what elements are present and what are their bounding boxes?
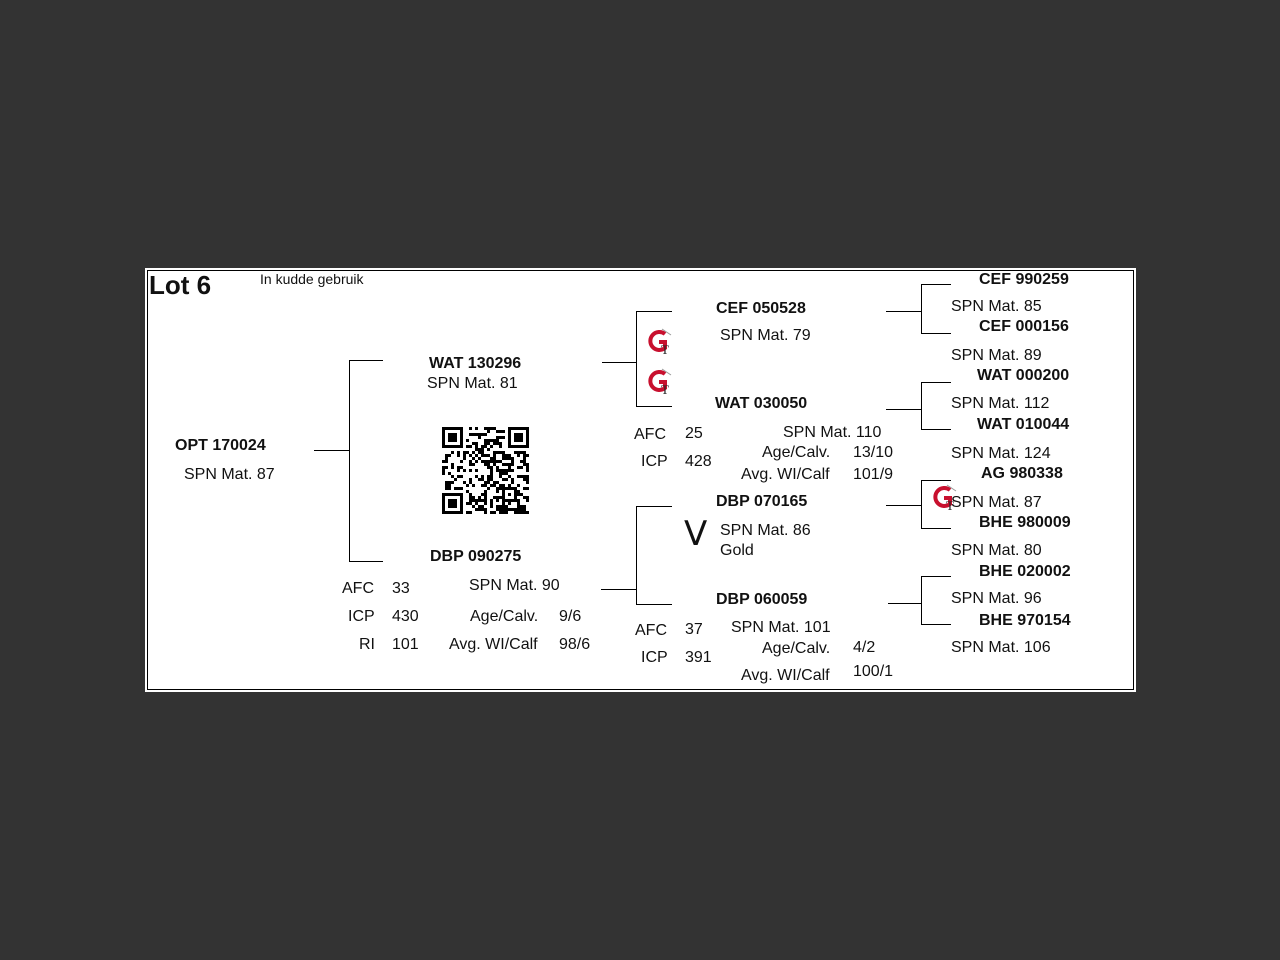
dam-icp: 430 [392,608,419,625]
gen3-4-spn: SPN Mat. 87 [951,494,1042,511]
connector [636,506,672,507]
gen3-3-spn: SPN Mat. 124 [951,445,1051,462]
gen3-3-id: WAT 010044 [977,416,1070,433]
gen3-1-spn: SPN Mat. 89 [951,347,1042,364]
pedigree-card: Lot 6 In kudde gebruik OPT 170024 SPN Ma… [145,268,1136,692]
dam-afc-label: AFC [342,580,374,597]
connector [921,480,922,529]
ds-id: DBP 070165 [716,493,808,510]
connector [636,311,672,312]
gen3-2-id: WAT 000200 [977,367,1070,384]
connector [921,528,951,529]
sd-agecalv-label: Age/Calv. [762,444,831,461]
dam-icp-label: ICP [348,608,375,625]
dd-id: DBP 060059 [716,591,808,608]
dd-afc-label: AFC [635,622,667,639]
sire-id: WAT 130296 [429,355,522,372]
sd-afc-label: AFC [634,426,666,443]
status-label: In kudde gebruik [260,271,364,287]
connector [886,311,921,312]
connector [636,406,672,407]
dd-icp-label: ICP [641,649,668,666]
connector [921,480,951,481]
dd-agecalv-label: Age/Calv. [762,640,831,657]
connector [921,333,951,334]
dam-ri-label: RI [359,636,375,653]
gen3-6-spn: SPN Mat. 96 [951,590,1042,607]
sd-spn: SPN Mat. 110 [783,424,882,441]
gt-logo-icon: T [643,366,673,396]
sd-afc: 25 [685,425,703,442]
connector [602,362,636,363]
ds-mark: V [684,514,708,554]
gen3-7-spn: SPN Mat. 106 [951,639,1051,656]
animal-id: OPT 170024 [175,437,266,454]
dd-spn: SPN Mat. 101 [731,619,831,636]
gen3-7-id: BHE 970154 [979,612,1071,629]
gen3-5-id: BHE 980009 [979,514,1071,531]
dd-afc: 37 [685,621,703,638]
connector [921,624,951,625]
gen3-5-spn: SPN Mat. 80 [951,542,1042,559]
ss-id: CEF 050528 [716,300,806,317]
connector [349,360,350,562]
connector [314,450,349,451]
gen3-4-id: AG 980338 [981,465,1063,482]
connector [601,589,636,590]
connector [636,506,637,604]
dam-avgwi-label: Avg. WI/Calf [449,636,538,653]
connector [886,409,921,410]
sd-id: WAT 030050 [715,395,808,412]
connector [349,561,383,562]
sd-icp-label: ICP [641,453,668,470]
dam-agecalv: 9/6 [559,608,582,625]
gt-logo-icon: T [928,482,958,512]
connector [888,603,921,604]
sire-spn: SPN Mat. 81 [427,375,518,392]
connector [921,429,951,430]
ds-spn: SPN Mat. 86 [720,522,811,539]
gen3-1-id: CEF 000156 [979,318,1069,335]
sd-icp: 428 [685,453,712,470]
gen3-0-spn: SPN Mat. 85 [951,298,1042,315]
qr-code-icon [442,427,529,514]
sd-agecalv: 13/10 [853,444,894,461]
ss-spn: SPN Mat. 79 [720,327,811,344]
connector [921,576,951,577]
sd-avgwi-label: Avg. WI/Calf [741,466,830,483]
dam-ri: 101 [392,636,419,653]
gen3-0-id: CEF 990259 [979,271,1069,288]
connector [921,576,922,625]
dam-afc: 33 [392,580,410,597]
connector [921,284,951,285]
dam-avgwi: 98/6 [559,636,591,653]
connector [886,505,921,506]
connector [349,360,383,361]
pedigree-card-border [147,270,1134,690]
gen3-6-id: BHE 020002 [979,563,1071,580]
dd-agecalv: 4/2 [853,639,876,656]
dd-avgwi-label: Avg. WI/Calf [741,667,830,684]
svg-text:T: T [661,342,669,356]
connector [636,604,672,605]
gen3-3-spn-prev: SPN Mat. 112 [951,395,1050,412]
dam-id: DBP 090275 [430,548,522,565]
connector [921,382,951,383]
connector [921,382,922,430]
dam-spn: SPN Mat. 90 [469,577,560,594]
dd-icp: 391 [685,649,712,666]
ds-award: Gold [720,542,754,559]
svg-text:T: T [946,498,954,512]
animal-spn: SPN Mat. 87 [184,466,275,483]
dam-agecalv-label: Age/Calv. [470,608,539,625]
dd-avgwi: 100/1 [853,663,894,680]
gt-logo-icon: T [643,326,673,356]
sd-avgwi: 101/9 [853,466,894,483]
connector [921,284,922,334]
lot-title: Lot 6 [149,270,212,300]
svg-text:T: T [661,382,669,396]
connector [636,311,637,407]
